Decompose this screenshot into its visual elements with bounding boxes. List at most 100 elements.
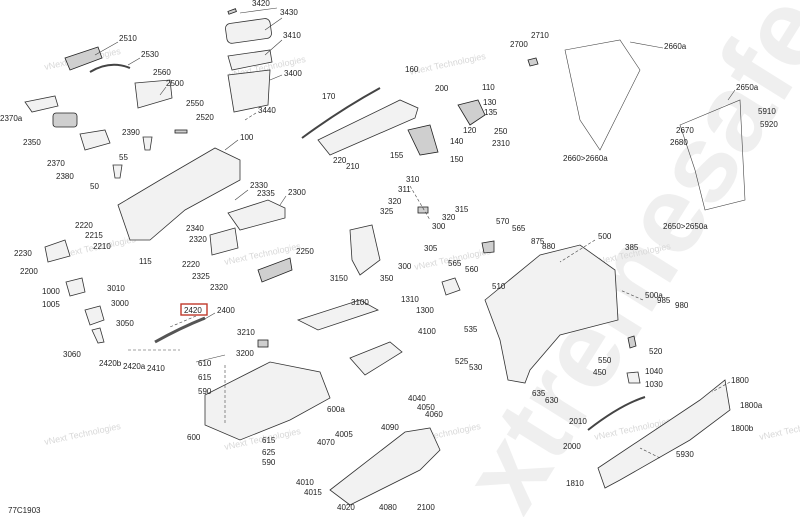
callout-2200[interactable]: 2200 (20, 267, 38, 276)
callout-2700[interactable]: 2700 (510, 40, 528, 49)
part-1000[interactable] (65, 277, 86, 297)
callout-3410[interactable]: 3410 (283, 31, 301, 40)
part-2520[interactable] (174, 129, 188, 134)
callout-2350[interactable]: 2350 (23, 138, 41, 147)
callout-160[interactable]: 160 (405, 65, 419, 74)
callout-3200[interactable]: 3200 (236, 349, 254, 358)
callout-2410[interactable]: 2410 (147, 364, 165, 373)
callout-1005[interactable]: 1005 (42, 300, 60, 309)
callout-510[interactable]: 510 (492, 282, 506, 291)
callout-2325[interactable]: 2325 (192, 272, 210, 281)
part-1300[interactable] (441, 277, 461, 296)
part-2220-panel[interactable] (209, 227, 239, 256)
callout-1810[interactable]: 1810 (566, 479, 584, 488)
callout-4010[interactable]: 4010 (296, 478, 314, 487)
part-2250-vent[interactable] (257, 257, 293, 283)
callout-625[interactable]: 625 (262, 448, 276, 457)
part-1030[interactable] (626, 371, 641, 384)
callout-635[interactable]: 635 (532, 389, 546, 398)
callout-2660a[interactable]: 2660a (664, 42, 687, 51)
callout-590[interactable]: 590 (262, 458, 276, 467)
part-2700[interactable] (527, 57, 539, 67)
callout-2680[interactable]: 2680 (670, 138, 688, 147)
part-3000[interactable] (84, 305, 105, 326)
callout-520[interactable]: 520 (649, 347, 663, 356)
callout-535[interactable]: 535 (464, 325, 478, 334)
callout-4070[interactable]: 4070 (317, 438, 335, 447)
callout-530[interactable]: 530 (469, 363, 483, 372)
part-1800[interactable] (597, 379, 731, 489)
callout-2520[interactable]: 2520 (196, 113, 214, 122)
callout-5910[interactable]: 5910 (758, 107, 776, 116)
callout-565[interactable]: 565 (448, 259, 462, 268)
callout-2335[interactable]: 2335 (257, 189, 275, 198)
part-55-cupholder[interactable] (142, 136, 153, 151)
callout-525[interactable]: 525 (455, 357, 469, 366)
callout-550[interactable]: 550 (598, 356, 612, 365)
callout-2010[interactable]: 2010 (569, 417, 587, 426)
callout-311[interactable]: 311 (398, 185, 411, 194)
part-250[interactable] (457, 99, 486, 126)
callout-875[interactable]: 875 (531, 237, 545, 246)
callout-615[interactable]: 615 (262, 436, 276, 445)
callout-2380[interactable]: 2380 (56, 172, 74, 181)
callout-250[interactable]: 250 (494, 127, 508, 136)
callout-500[interactable]: 500 (598, 232, 612, 241)
callout-1800[interactable]: 1800 (731, 376, 749, 385)
callout-320[interactable]: 320 (442, 213, 456, 222)
callout-2560[interactable]: 2560 (153, 68, 171, 77)
callout-310[interactable]: 310 (406, 175, 420, 184)
callout-2670[interactable]: 2670 (676, 126, 694, 135)
callout-2550[interactable]: 2550 (186, 99, 204, 108)
callout-500a[interactable]: 500a (645, 291, 663, 300)
callout-170[interactable]: 170 (322, 92, 336, 101)
callout-140[interactable]: 140 (450, 137, 464, 146)
callout-2510[interactable]: 2510 (119, 34, 137, 43)
callout-630[interactable]: 630 (545, 396, 559, 405)
callout-3100[interactable]: 3100 (351, 298, 369, 307)
callout-2330[interactable]: 2330 (250, 181, 268, 190)
part-2510[interactable] (64, 46, 103, 71)
callout-1030[interactable]: 1030 (645, 380, 663, 389)
callout-4060[interactable]: 4060 (425, 410, 443, 419)
callout-220[interactable]: 220 (333, 156, 347, 165)
callout-2000[interactable]: 2000 (563, 442, 581, 451)
callout-325[interactable]: 325 (380, 207, 394, 216)
callout-2210[interactable]: 2210 (93, 242, 111, 251)
part-3420[interactable] (227, 8, 237, 15)
callout-4005[interactable]: 4005 (335, 430, 353, 439)
callout-2370a[interactable]: 2370a (0, 114, 23, 123)
callout-980[interactable]: 980 (675, 301, 689, 310)
callout-4050[interactable]: 4050 (417, 403, 435, 412)
part-2660-rollcage-front[interactable] (564, 39, 641, 151)
part-560[interactable] (481, 240, 495, 254)
callout-1800a[interactable]: 1800a (740, 401, 763, 410)
callout-3150[interactable]: 3150 (330, 274, 348, 283)
callout-4100[interactable]: 4100 (418, 327, 436, 336)
part-170[interactable] (301, 87, 381, 139)
callout-2100[interactable]: 2100 (417, 503, 435, 512)
callout-3400[interactable]: 3400 (284, 69, 302, 78)
callout-2650a[interactable]: 2650a (736, 83, 759, 92)
callout-2230[interactable]: 2230 (14, 249, 32, 258)
callout-3000[interactable]: 3000 (111, 299, 129, 308)
callout-2340[interactable]: 2340 (186, 224, 204, 233)
callout-2220[interactable]: 2220 (182, 260, 200, 269)
part-520[interactable] (627, 335, 637, 349)
callout-2420[interactable]: 2420 (184, 306, 202, 315)
callout-880[interactable]: 880 (542, 242, 556, 251)
callout-1310[interactable]: 1310 (401, 295, 419, 304)
part-2200[interactable] (44, 239, 71, 263)
callout-2320[interactable]: 2320 (189, 235, 207, 244)
callout-2650-2650a[interactable]: 2650>2650a (663, 222, 708, 231)
part-2370a[interactable] (24, 95, 59, 113)
callout-600a[interactable]: 600a (327, 405, 345, 414)
callout-210[interactable]: 210 (346, 162, 360, 171)
callout-590[interactable]: 590 (198, 387, 212, 396)
callout-2320[interactable]: 2320 (210, 283, 228, 292)
callout-1000[interactable]: 1000 (42, 287, 60, 296)
callout-4080[interactable]: 4080 (379, 503, 397, 512)
callout-5930[interactable]: 5930 (676, 450, 694, 459)
callout-1040[interactable]: 1040 (645, 367, 663, 376)
part-4100[interactable] (349, 341, 403, 376)
